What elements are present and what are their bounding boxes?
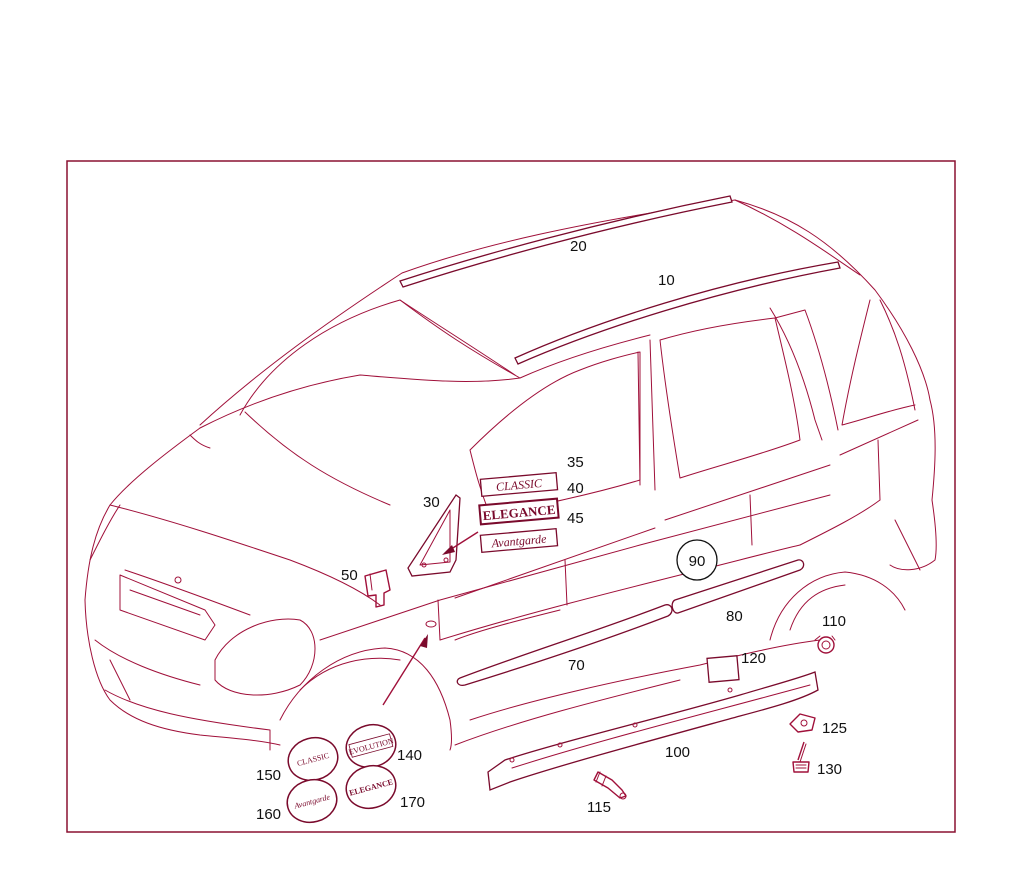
side-emblems: CLASSIC ELEGANCE Avantgarde bbox=[478, 472, 560, 553]
callout-30: 30 bbox=[423, 494, 440, 511]
clip-110-icon bbox=[814, 635, 836, 654]
pin-115-icon bbox=[593, 771, 627, 800]
callout-140: 140 bbox=[397, 747, 422, 764]
callout-170: 170 bbox=[400, 794, 425, 811]
mirror-triangle-30 bbox=[407, 494, 461, 577]
emblem-avantgarde: Avantgarde bbox=[479, 528, 559, 553]
callout-90: 90 bbox=[689, 553, 706, 570]
emblem-round-avantgarde: Avantgarde bbox=[286, 778, 338, 824]
callout-20: 20 bbox=[570, 238, 587, 255]
callout-160: 160 bbox=[256, 806, 281, 823]
side-mouldings bbox=[456, 559, 819, 791]
arrows bbox=[382, 531, 479, 706]
badge-90: 90 bbox=[676, 539, 718, 581]
callout-120: 120 bbox=[741, 650, 766, 667]
round-emblems: CLASSIC EVOLUTION Avantgarde ELEGANCE bbox=[286, 723, 397, 824]
callout-50: 50 bbox=[341, 567, 358, 584]
door-moulding-80 bbox=[671, 559, 805, 614]
callout-125: 125 bbox=[822, 720, 847, 737]
callout-40: 40 bbox=[567, 480, 584, 497]
callout-80: 80 bbox=[726, 608, 743, 625]
car-body bbox=[84, 199, 937, 751]
emblem-elegance: ELEGANCE bbox=[478, 497, 560, 526]
callout-130: 130 bbox=[817, 761, 842, 778]
callout-35: 35 bbox=[567, 454, 584, 471]
roof-rail-20 bbox=[399, 195, 733, 288]
fasteners bbox=[593, 635, 836, 800]
callout-labels: 20 10 35 40 45 30 50 80 70 110 120 125 1… bbox=[256, 238, 847, 823]
emblem-avantgarde-text: Avantgarde bbox=[490, 532, 548, 551]
emblem-round-evolution: EVOLUTION bbox=[345, 723, 397, 769]
roof-rails bbox=[399, 195, 841, 365]
emblem-elegance-text: ELEGANCE bbox=[482, 502, 556, 523]
emblem-classic-text: CLASSIC bbox=[495, 476, 543, 494]
callout-115: 115 bbox=[587, 799, 611, 816]
emblem-classic: CLASSIC bbox=[479, 472, 559, 497]
callout-150: 150 bbox=[256, 767, 281, 784]
roof-rail-10 bbox=[514, 261, 841, 365]
emblem-round-elegance: ELEGANCE bbox=[345, 764, 397, 810]
diagram-frame bbox=[66, 160, 956, 833]
callout-45: 45 bbox=[567, 510, 584, 527]
screw-130-icon bbox=[792, 741, 810, 773]
callout-70: 70 bbox=[568, 657, 585, 674]
callout-10: 10 bbox=[658, 272, 675, 289]
pad-120 bbox=[706, 655, 740, 683]
bracket-50-icon bbox=[364, 569, 391, 608]
emblem-round-classic: CLASSIC bbox=[287, 736, 339, 782]
sill-panel-100 bbox=[487, 671, 819, 791]
door-moulding-70 bbox=[456, 604, 673, 687]
nut-125-icon bbox=[789, 713, 816, 733]
callout-100: 100 bbox=[665, 744, 690, 761]
callout-110: 110 bbox=[822, 613, 846, 630]
